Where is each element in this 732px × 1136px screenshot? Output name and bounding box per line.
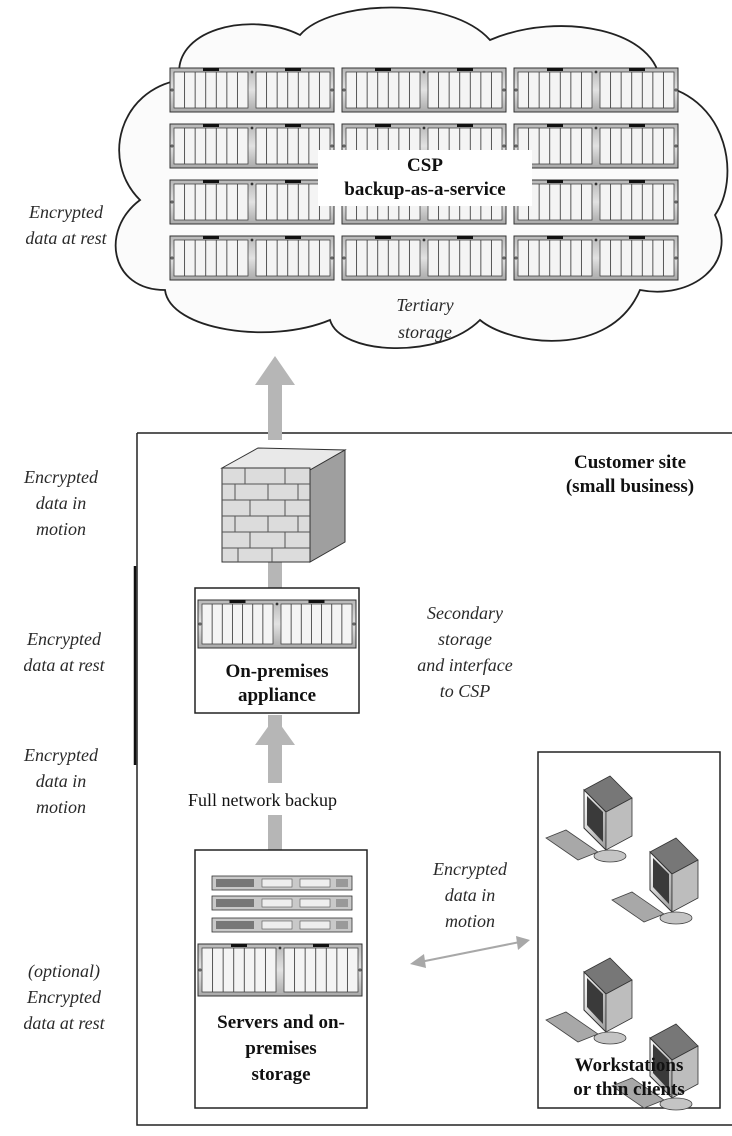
left-label-rest-appliance: Encrypted data at rest (23, 629, 105, 675)
firewall-icon (220, 447, 347, 563)
lan-encrypted-motion-label: Encrypted data in motion (433, 859, 507, 931)
rack-server-2 (211, 917, 353, 933)
left-label-rest-cloud: Encrypted data at rest (25, 202, 107, 248)
appliance-array-unit (197, 599, 357, 649)
workstations-label: Workstations or thin clients (573, 1055, 685, 1100)
cloud-array-3-2 (513, 235, 679, 281)
csp-title: CSP backup-as-a-service (344, 155, 506, 200)
backup-label: Full network backup (188, 790, 337, 810)
rack-server-0 (211, 875, 353, 891)
cloud-array-2-2 (513, 179, 679, 225)
server-array-unit (197, 943, 363, 997)
workstation-2 (545, 957, 633, 1045)
rack-server-units (211, 875, 353, 933)
workstation-icons (545, 775, 699, 1111)
customer-site-title: Customer site (small business) (565, 452, 695, 497)
workstation-1 (611, 837, 699, 925)
tertiary-storage-label: Tertiary storage (396, 295, 454, 342)
cloud-array-0-2 (513, 67, 679, 113)
cloud-array-1-2 (513, 123, 679, 169)
cloud-array-3-0 (169, 235, 335, 281)
secondary-storage-label: Secondary storage and interface to CSP (417, 603, 513, 701)
backup-arrow (255, 715, 295, 850)
left-label-motion-mid: Encrypted data in motion (24, 745, 98, 817)
cloud-array-1-0 (169, 123, 335, 169)
left-label-rest-optional: (optional) Encrypted data at rest (23, 961, 105, 1033)
servers-label: Servers and on- premises storage (217, 1012, 345, 1085)
server-storage-array (197, 943, 363, 997)
cloud-array-0-0 (169, 67, 335, 113)
csp-label-box (318, 150, 532, 206)
cloud-array-2-0 (169, 179, 335, 225)
rack-server-1 (211, 895, 353, 911)
cloud-array-0-1 (341, 67, 507, 113)
appliance-storage-array (197, 599, 357, 649)
left-label-motion-top: Encrypted data in motion (24, 467, 98, 539)
customer-site-boundary (136, 432, 732, 1126)
workstation-0 (545, 775, 633, 863)
cloud-array-3-1 (341, 235, 507, 281)
lan-double-arrow (410, 936, 530, 968)
workstation-3 (611, 1023, 699, 1111)
appliance-label: On-premises appliance (225, 661, 329, 706)
